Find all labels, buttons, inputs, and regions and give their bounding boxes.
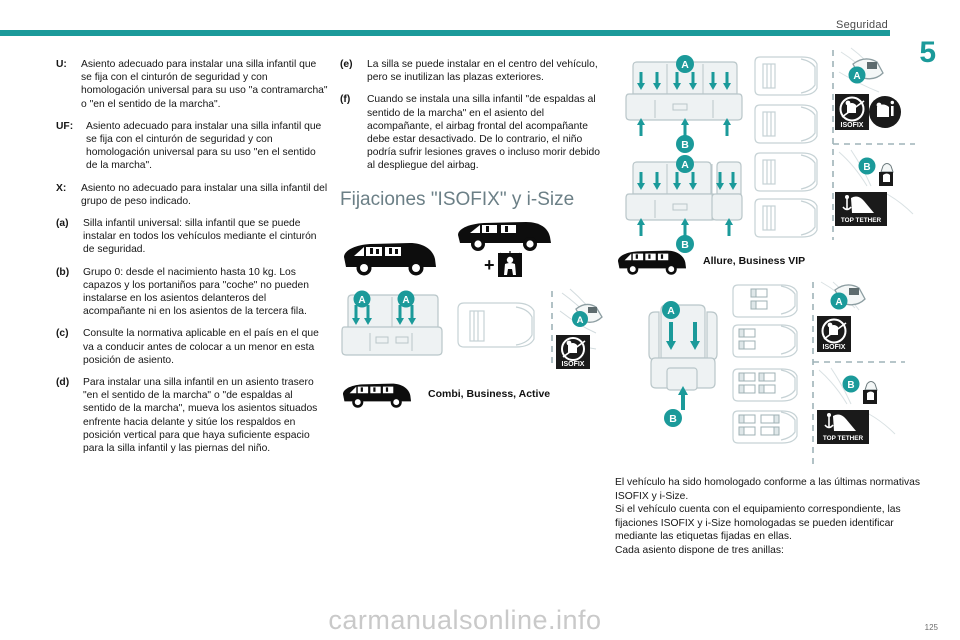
svg-text:+: + <box>484 255 495 275</box>
isofix-figure-single-seat: A B <box>615 281 935 472</box>
definition-term: X: <box>56 182 67 194</box>
isofix-badge-icon: ISOFIX <box>835 94 869 130</box>
svg-text:B: B <box>669 413 677 425</box>
marker-a-row1: A <box>676 55 694 73</box>
svg-text:ISOFIX: ISOFIX <box>562 361 585 368</box>
interior-sketch-bottom-2 <box>818 367 896 435</box>
page-number: 125 <box>924 623 938 632</box>
definition-term: (b) <box>56 266 70 278</box>
definition-text: Asiento adecuado para instalar una silla… <box>86 120 322 172</box>
svg-text:TOP TETHER: TOP TETHER <box>823 435 864 442</box>
marker-a-row2: A <box>676 155 694 173</box>
definition-text: Para instalar una silla infantil en un a… <box>83 377 318 455</box>
marker-a-seat: A <box>662 301 680 319</box>
definition-text: Consulte la normativa aplicable en el pa… <box>83 328 319 366</box>
definition-text: Cuando se instala una silla infantil "de… <box>367 94 600 172</box>
top-tether-badge-icon-2: TOP TETHER <box>817 410 869 444</box>
definition-item: (e) La silla se puede instalar en el cen… <box>340 58 602 84</box>
definition-item: (d) Para instalar una silla infantil en … <box>56 376 328 455</box>
isofix-badge-icon: ISOFIX <box>556 334 590 369</box>
vehicle-plan-views <box>754 56 818 238</box>
definition-term: (e) <box>340 59 353 70</box>
figure-caption: Allure, Business VIP <box>703 255 806 267</box>
vehicle-plan-view <box>457 302 535 348</box>
definition-list-left: U: Asiento adecuado para instalar una si… <box>56 58 328 455</box>
tether-hook-icon <box>879 163 894 186</box>
column-middle: (e) La silla se puede instalar en el cen… <box>340 58 603 409</box>
isofix-badge-icon-2: ISOFIX <box>817 316 851 352</box>
definition-text: Asiento no adecuado para instalar una si… <box>81 182 328 207</box>
van-with-child-seat-icon: + <box>458 221 551 277</box>
isofix-seat-diagram: A A <box>341 288 603 369</box>
marker-b-row2: B <box>676 235 694 253</box>
watermark: carmanualsonline.info <box>328 605 602 635</box>
definition-text: Grupo 0: desde el nacimiento hasta 10 kg… <box>83 266 309 318</box>
marker-a-right: A <box>397 290 415 308</box>
figure-caption-row-allure: Allure, Business VIP <box>615 246 935 276</box>
definition-item: (b) Grupo 0: desde el nacimiento hasta 1… <box>56 266 328 319</box>
van-plus-group: + <box>454 221 554 277</box>
definition-term: UF: <box>56 120 74 132</box>
definition-term: (c) <box>56 328 69 340</box>
definition-item: (f) Cuando se instala una silla infantil… <box>340 93 602 172</box>
definition-term: (d) <box>56 377 70 389</box>
van-silhouette-icon <box>342 383 412 408</box>
figure-caption-row-combi: Combi, Business, Active <box>340 379 602 409</box>
section-label: Seguridad <box>836 19 888 31</box>
header-rule <box>0 30 890 36</box>
marker-a-detail-top: A <box>848 66 866 84</box>
definition-item: (a) Silla infantil universal: silla infa… <box>56 217 328 257</box>
van-silhouette-icon <box>617 250 687 275</box>
svg-text:B: B <box>681 139 689 151</box>
svg-text:A: A <box>667 305 675 317</box>
top-tether-badge-icon: TOP TETHER <box>835 192 887 226</box>
column-right: A B <box>615 44 935 558</box>
definition-text: Asiento adecuado para instalar una silla… <box>81 59 328 110</box>
definition-term: (f) <box>340 94 351 106</box>
svg-text:ISOFIX: ISOFIX <box>823 344 846 351</box>
marker-a-detail-2: A <box>830 292 848 310</box>
plan-view-group <box>732 284 798 444</box>
marker-a-left: A <box>353 290 371 308</box>
definition-item: X: Asiento no adecuado para instalar una… <box>56 182 328 208</box>
section-heading-isofix: Fijaciones "ISOFIX" y i-Size <box>340 188 575 210</box>
definition-term: U: <box>56 59 67 70</box>
svg-text:TOP TETHER: TOP TETHER <box>841 217 882 224</box>
svg-text:A: A <box>358 295 365 306</box>
svg-text:B: B <box>847 380 854 391</box>
isofix-figure-allure: A B <box>615 44 935 253</box>
marker-b-seat: B <box>664 409 682 427</box>
van-silhouette-icon <box>344 242 436 276</box>
definition-item: U: Asiento adecuado para instalar una si… <box>56 58 328 111</box>
svg-text:A: A <box>835 297 842 308</box>
isize-badge-icon <box>869 96 901 128</box>
definition-item: (c) Consulte la normativa aplicable en e… <box>56 327 328 367</box>
definition-text: Silla infantil universal: silla infantil… <box>83 218 317 256</box>
svg-text:A: A <box>681 59 689 71</box>
svg-text:B: B <box>863 162 870 173</box>
svg-text:A: A <box>577 315 584 326</box>
definition-text: La silla se puede instalar en el centro … <box>367 59 598 84</box>
isofix-figure-combi: A A <box>340 281 603 373</box>
isofix-seat-diagram-allure: A B <box>625 47 915 253</box>
marker-b-detail: B <box>858 157 876 175</box>
marker-b-detail-2: B <box>842 375 860 393</box>
svg-text:A: A <box>681 159 689 171</box>
svg-text:A: A <box>402 295 409 306</box>
column-left: U: Asiento adecuado para instalar una si… <box>56 58 328 464</box>
marker-a-detail: A <box>572 310 588 327</box>
definition-term: (a) <box>56 218 69 230</box>
svg-text:A: A <box>853 71 860 82</box>
vehicle-variant-icons: + <box>340 221 602 277</box>
isofix-homologation-paragraph: El vehículo ha sido homologado conforme … <box>615 477 921 556</box>
chapter-number: 5 <box>919 36 936 69</box>
svg-text:ISOFIX: ISOFIX <box>841 122 864 129</box>
isofix-single-seat-diagram: A B <box>648 281 905 468</box>
tether-hook-icon-2 <box>863 381 878 404</box>
figure-caption: Combi, Business, Active <box>428 387 551 400</box>
svg-text:B: B <box>681 239 689 251</box>
definition-item: UF: Asiento adecuado para instalar una s… <box>56 120 328 173</box>
marker-b-row1: B <box>676 135 694 153</box>
definition-list-middle: (e) La silla se puede instalar en el cen… <box>340 58 602 173</box>
